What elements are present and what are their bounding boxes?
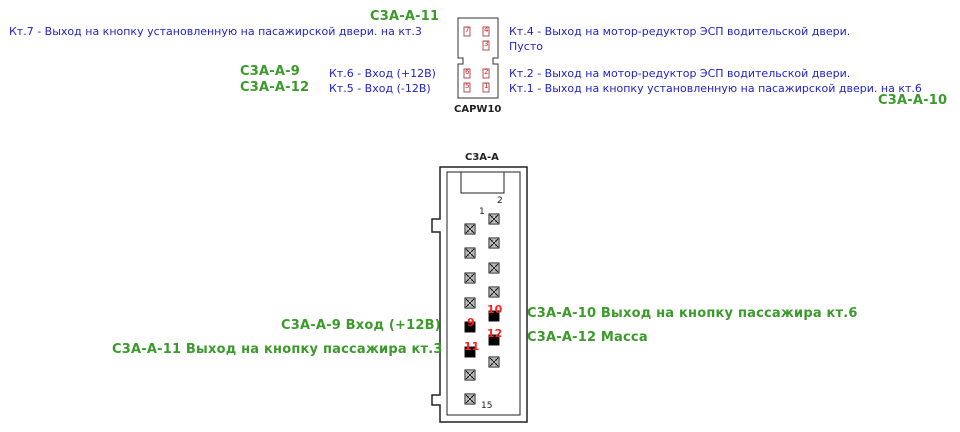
c3a-pin-9 (464, 321, 476, 333)
c3a-pin-number-11: 11 (464, 340, 480, 353)
label-c3a-a-10: C3A-A-10 Выход на кнопку пассажира кт.6 (527, 306, 858, 321)
capw10-pin-5 (463, 82, 471, 93)
capw10-pin-7 (463, 26, 471, 37)
c3a-pin-8 (488, 286, 500, 298)
capw10-pin-3 (482, 40, 490, 51)
pin6-description: Кт.6 - Вход (+12В) (329, 67, 436, 80)
capw10-pin-number: 5 (465, 82, 470, 90)
c3a-pin-11 (464, 346, 476, 358)
capw10-pin-number: 6 (465, 68, 470, 76)
c3a-housing (431, 166, 528, 423)
c3a-pin-2 (488, 213, 500, 225)
capw10-pin-2 (482, 68, 490, 79)
label-c3a-a-11-top: C3A-A-11 (370, 9, 440, 24)
c3a-pin-4 (488, 237, 500, 249)
c3a-pin-7 (464, 297, 476, 309)
pin7-description: Кт.7 - Выход на кнопку установленную на … (9, 25, 422, 38)
capw10-pin-1 (482, 82, 490, 93)
c3a-pin-1 (464, 223, 476, 235)
capw10-connector-name: CAPW10 (454, 104, 502, 115)
c3a-pin-14 (488, 356, 500, 368)
label-c3a-a-9: C3A-A-9 Вход (+12В) (281, 318, 441, 333)
c3a-pin-number-12: 12 (487, 327, 503, 340)
label-c3a-a-10-top: C3A-A-10 (878, 93, 948, 108)
pin1-description: Кт.1 - Выход на кнопку установленную на … (509, 82, 922, 95)
c3a-pins (464, 213, 500, 405)
c3a-pin-10 (488, 310, 500, 322)
c3a-pin-number-10: 10 (487, 303, 503, 316)
pin4-description: Кт.4 - Выход на мотор-редуктор ЭСП водит… (509, 25, 851, 38)
label-c3a-a-12-top: C3A-A-12 (240, 80, 310, 95)
capw10-pins (463, 26, 490, 93)
capw10-pin-number: 2 (484, 68, 489, 76)
capw10-pin-number: 7 (465, 26, 470, 34)
c3a-pin-number-9: 9 (467, 316, 475, 329)
capw10-pin-6 (463, 68, 471, 79)
label-c3a-a-9-top: C3A-A-9 (240, 64, 300, 79)
pin5-description: Кт.5 - Вход (-12В) (329, 82, 431, 95)
c3a-pin-3 (464, 247, 476, 259)
label-c3a-a-11: C3A-A-11 Выход на кнопку пассажира кт.3 (112, 342, 443, 357)
c3a-pin-12 (488, 334, 500, 346)
empty-pin-description: Пусто (509, 40, 543, 53)
capw10-pin-4 (482, 26, 490, 37)
c3a-pin-13 (464, 369, 476, 381)
pin2-description: Кт.2 - Выход на мотор-редуктор ЭСП водит… (509, 67, 851, 80)
label-c3a-a-12: C3A-A-12 Масса (527, 330, 648, 345)
capw10-pin-number: 4 (484, 26, 489, 34)
c3a-connector-name: C3A-A (465, 152, 499, 163)
c3a-pin-15 (464, 393, 476, 405)
capw10-pin-number: 3 (484, 40, 489, 48)
capw10-pin-number: 1 (484, 82, 489, 90)
c3a-pin-label-15: 15 (481, 401, 493, 411)
c3a-pin-label-2: 2 (497, 196, 503, 206)
c3a-pin-5 (464, 272, 476, 284)
capw10-housing (457, 17, 499, 99)
c3a-pin-6 (488, 262, 500, 274)
c3a-pin-label-1: 1 (479, 207, 485, 217)
